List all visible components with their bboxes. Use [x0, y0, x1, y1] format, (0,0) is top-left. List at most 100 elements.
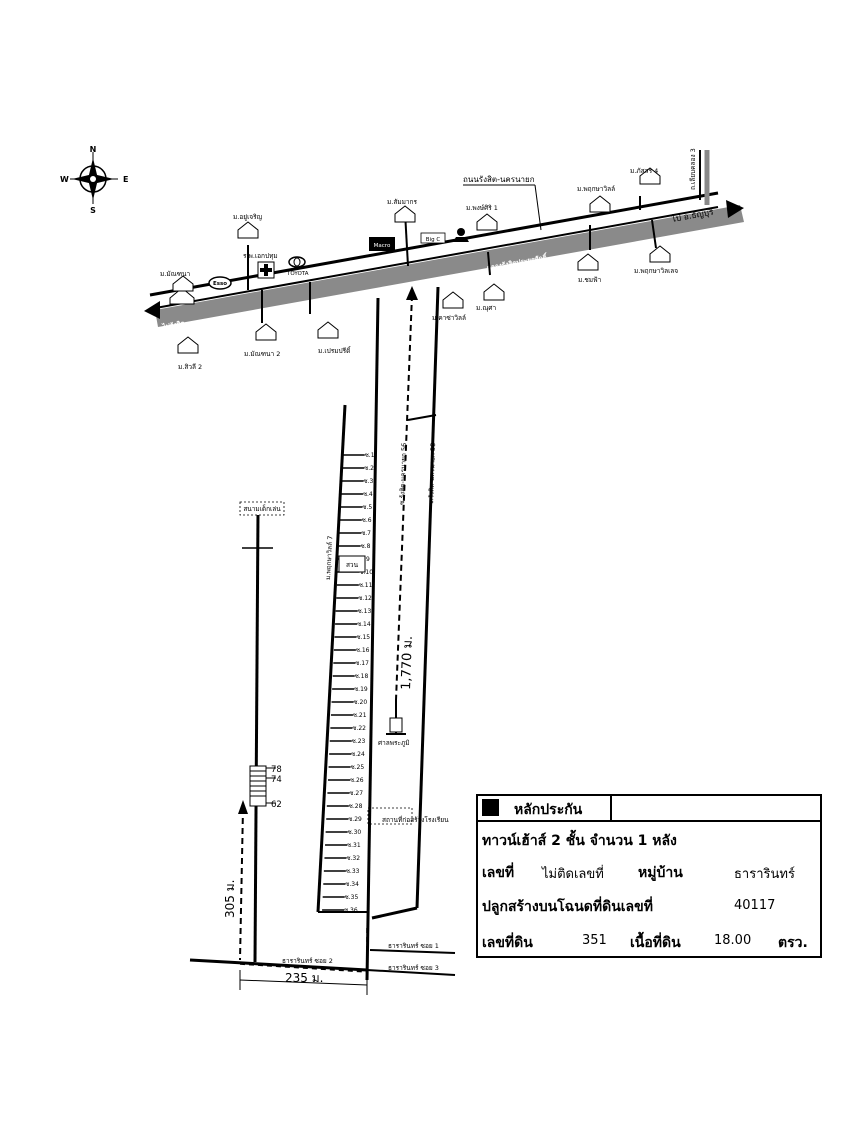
info-title: หลักประกัน: [514, 802, 583, 818]
soi58-label: ซ.รังสิต-นครนายก 58: [427, 443, 437, 505]
house-icon-nusa: [483, 283, 505, 301]
soi-label: ซ.32: [346, 855, 360, 862]
esso-logo-icon: [208, 276, 232, 290]
soi-label: ซ.30: [348, 829, 362, 836]
land-label: เลขที่ดิน: [482, 935, 533, 951]
compass-w: W: [60, 175, 69, 184]
addr-value: ไม่ติดเลขที่: [542, 867, 604, 882]
temple-icon: [386, 717, 406, 735]
hospital-label: ร.พ.เอกปทุม: [243, 252, 278, 260]
soi-label: ซ.10: [359, 569, 373, 576]
thararin-soi3-road: [366, 969, 456, 976]
house-icon-chomfa: [577, 253, 599, 271]
header-divider: [610, 796, 612, 820]
soi-label: ซ.26: [350, 777, 364, 784]
main-road-line-upper: [149, 191, 719, 297]
soi-label: ซ.15: [356, 634, 370, 641]
arrow-left-icon: [144, 301, 160, 319]
route-arrow-icon: [406, 286, 418, 300]
deed-label: ปลูกสร้างบนโฉนดที่ดินเลขที่: [482, 899, 653, 915]
thararin-soi3-label: ธารารินทร์ ซอย 3: [388, 964, 439, 972]
village-value: ธารารินทร์: [734, 867, 795, 882]
house-icon-manthana2: [255, 323, 277, 341]
soi56-road: [365, 297, 380, 981]
canal-band: [155, 205, 744, 327]
pattara4-label: ม.ภัสสร 4: [630, 167, 658, 175]
pruksa-logo-icon: [453, 228, 469, 242]
sammakorn-label: ม.สัมมากร: [387, 198, 417, 206]
compass-s: S: [90, 206, 96, 215]
nusa-label: ม.ณุศา: [476, 304, 497, 312]
khlong3-label: ถ.เลียบคลอง 3: [689, 148, 697, 190]
house-icon-yucharoen: [237, 221, 259, 239]
soi-label: ซ.33: [346, 868, 360, 875]
soi-label: ซ.21: [353, 712, 367, 719]
toyota-label: TOYOTA: [286, 271, 309, 277]
soi-label: ซ.24: [351, 751, 365, 758]
garden-label: สวน: [346, 561, 359, 569]
rangsit-nakhon-nayok-label: ถนนรังสิต-นครนายก: [463, 175, 535, 184]
soi-label: ซ.17: [355, 660, 369, 667]
pongsiri1-label: ม.พงษ์ศิริ 1: [466, 204, 498, 212]
siwali2-label: ม.สิวลี 2: [178, 363, 202, 371]
soi-label: ซ.2: [364, 465, 374, 472]
soi-label: ซ.25: [351, 764, 365, 771]
soi-label: ซ.5: [362, 504, 372, 511]
house-icon-sammakorn: [394, 205, 416, 223]
makro-label: Macro: [374, 243, 391, 249]
to-rangsit-label: ไปรังสิต: [161, 318, 185, 331]
soi-label: ซ.7: [361, 530, 371, 537]
compass-e: E: [123, 175, 128, 184]
soi-label: ซ.4: [363, 491, 373, 498]
soi-label: ซ.13: [358, 608, 372, 615]
hospital-cross-icon: [257, 261, 275, 279]
playground-label: สนามเด็กเล่น: [243, 504, 281, 513]
area-value: 18.00: [714, 933, 752, 948]
plot-78: 78: [271, 765, 282, 775]
soi-label: ซ.31: [347, 842, 361, 849]
collateral-info-box: หลักประกัน ทาวน์เฮ้าส์ 2 ชั้น จำนวน 1 หล…: [476, 794, 822, 958]
toyota-logo-icon: [288, 256, 306, 268]
info-desc: ทาวน์เฮ้าส์ 2 ชั้น จำนวน 1 หลัง: [482, 833, 677, 849]
bigc-label: Big C: [426, 237, 441, 243]
distance-235: 235 ม.: [285, 971, 323, 985]
soi-label: ซ.28: [349, 803, 363, 810]
soi-label: ซ.11: [359, 582, 373, 589]
soi-label: ซ.14: [357, 621, 371, 628]
manthana2-label: ม.มัณฑนา 2: [244, 350, 280, 358]
house-icon-pruksa-villa: [589, 195, 611, 213]
distance-1770: 1,770 ม.: [399, 636, 416, 691]
yucharoen-label: ม.อยู่เจริญ: [233, 213, 263, 221]
soi-label: ซ.34: [345, 881, 359, 888]
thararin-soi2-label: ธารารินทร์ ซอย 2: [282, 957, 333, 965]
land-value: 351: [582, 933, 607, 948]
esso-label: Esso: [213, 281, 227, 287]
soi-label: ซ.27: [349, 790, 363, 797]
deed-value: 40117: [734, 898, 776, 913]
school-site-label: สถานที่ก่อสร้างโรงเรียน: [382, 815, 449, 824]
soi-label: ซ.16: [356, 647, 370, 654]
addr-label: เลขที่: [482, 865, 515, 881]
thararin-soi2-road: [189, 958, 368, 972]
soi-label: ซ.20: [354, 699, 368, 706]
plot-62: 62: [271, 800, 282, 810]
route-dashed-west: [239, 807, 244, 961]
pruksa-villa-j-label: ม.พฤกษาวิลเลจ: [634, 267, 678, 275]
soi58-road: [415, 286, 440, 909]
thararin-soi1-label: ธารารินทร์ ซอย 1: [388, 942, 439, 950]
manthana-label: ม.มัณฑนา: [160, 270, 191, 278]
soi-label: ซ.1: [365, 452, 375, 459]
info-header: หลักประกัน: [478, 796, 820, 822]
pruksa7-road: [316, 404, 347, 913]
plot-block: [249, 765, 276, 807]
soi-label: ซ.29: [348, 816, 362, 823]
house-icon-premprida: [317, 321, 339, 339]
area-unit: ตรว.: [778, 935, 808, 951]
compass-n: N: [90, 145, 97, 154]
black-square-icon: [482, 799, 499, 816]
house-icon-pongsiri: [476, 213, 498, 231]
soi-label: ซ.22: [352, 725, 366, 732]
house-icon-casa: [442, 291, 464, 309]
route-dashed: [395, 294, 413, 701]
